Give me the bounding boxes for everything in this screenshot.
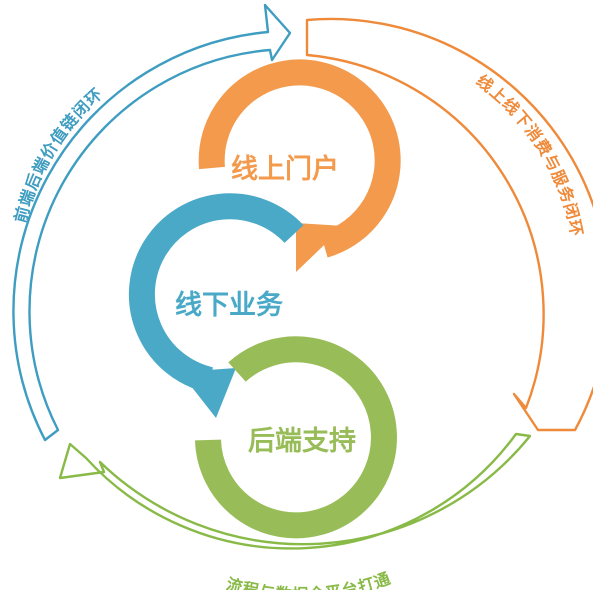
outer-arrow-right-shape	[305, 17, 593, 432]
cycle-arrow-top: 线上门户	[198, 59, 401, 272]
cycle-label-middle: 线下业务	[175, 290, 283, 321]
cycle-label-bottom: 后端支持	[248, 426, 356, 457]
cycle-arrow-top-arc	[198, 59, 401, 258]
cycle-arrow-middle-arc	[128, 193, 304, 393]
cycle-arrow-middle: 线下业务	[128, 193, 304, 418]
cycle-label-top: 线上门户	[231, 153, 339, 185]
outer-label-bottom: 流程与数据全平台打通	[224, 568, 393, 590]
cycle-arrow-bottom: 后端支持	[195, 336, 397, 539]
outer-arrow-bottom-shape	[58, 432, 532, 550]
cycle-arrow-bottom-arc	[195, 336, 397, 539]
cycle-arrow-top-head	[296, 223, 344, 272]
outer-arrow-left-shape	[12, 3, 292, 442]
outer-label-left: 前端后端价值链闭环	[11, 84, 107, 225]
cycle-arrow-middle-head	[180, 368, 236, 418]
outer-arrow-bottom: 流程与数据全平台打通	[58, 432, 532, 595]
